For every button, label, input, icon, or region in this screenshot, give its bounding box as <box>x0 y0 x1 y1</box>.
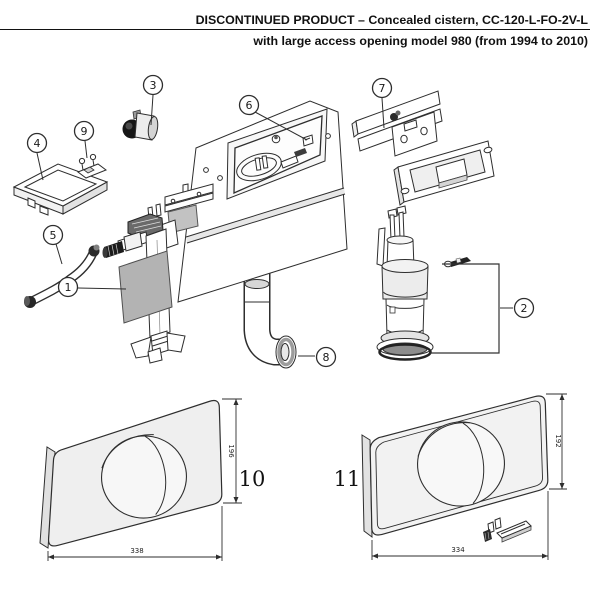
callout-4: 4 <box>26 132 48 181</box>
callout-5: 5 <box>42 224 64 265</box>
callout-6: 6 <box>238 94 308 141</box>
page-title-line1: DISCONTINUED PRODUCT – Concealed cistern… <box>195 13 588 27</box>
callout-5-number: 5 <box>50 229 57 242</box>
callout-2-bracket <box>430 263 500 354</box>
plate-10-height-dimension: 196 <box>222 398 242 504</box>
svg-text:334: 334 <box>451 546 465 554</box>
fill-valve <box>102 203 186 364</box>
svg-text:192: 192 <box>554 434 562 447</box>
float-clip-piece <box>76 153 108 179</box>
plate-11-number: 11 <box>334 467 361 491</box>
plate-10-width-dimension: 338 <box>47 506 223 561</box>
flush-valve <box>376 205 434 361</box>
callout-9-number: 9 <box>81 125 88 138</box>
callout-1: 1 <box>57 276 127 298</box>
callout-4-number: 4 <box>34 137 41 150</box>
callout-9: 9 <box>73 120 95 159</box>
callout-7-number: 7 <box>379 82 386 95</box>
mounting-plate <box>351 90 443 157</box>
dual-flush-button <box>100 434 188 519</box>
callout-2-number: 2 <box>521 302 528 315</box>
cistern-tank <box>164 100 348 303</box>
svg-text:338: 338 <box>130 547 143 555</box>
flush-plate-11: 192 334 11 <box>334 393 567 560</box>
plate-10-number: 10 <box>239 467 266 491</box>
flush-bend-pipe <box>243 272 281 366</box>
callout-6-number: 6 <box>246 99 253 112</box>
inlet-thread <box>102 241 124 258</box>
callout-7: 7 <box>371 77 393 129</box>
header-divider <box>0 29 590 30</box>
svg-text:196: 196 <box>227 444 235 458</box>
internal-flush-hose <box>236 134 314 182</box>
inlet-plug-fitting <box>122 109 159 141</box>
dual-flush-button <box>416 421 506 507</box>
supply-hose <box>24 244 100 308</box>
access-frame-box <box>393 140 495 206</box>
plate-11-height-dimension: 192 <box>546 393 567 490</box>
plate-lever-clip <box>483 517 532 543</box>
plate-11-width-dimension: 334 <box>371 491 549 560</box>
callout-8: 8 <box>298 346 337 368</box>
valve-clip-screw <box>444 257 471 268</box>
callout-3-number: 3 <box>150 79 157 92</box>
page-header: DISCONTINUED PRODUCT – Concealed cistern… <box>0 0 600 48</box>
callout-8-number: 8 <box>323 351 330 364</box>
callout-2: 2 <box>500 297 535 319</box>
callout-1-number: 1 <box>65 281 72 294</box>
page-title-line2: with large access opening model 980 (fro… <box>253 34 588 48</box>
callout-3: 3 <box>142 74 164 126</box>
flush-plate-10: 196 338 10 <box>39 398 266 561</box>
flush-bend-outlet <box>244 279 297 369</box>
